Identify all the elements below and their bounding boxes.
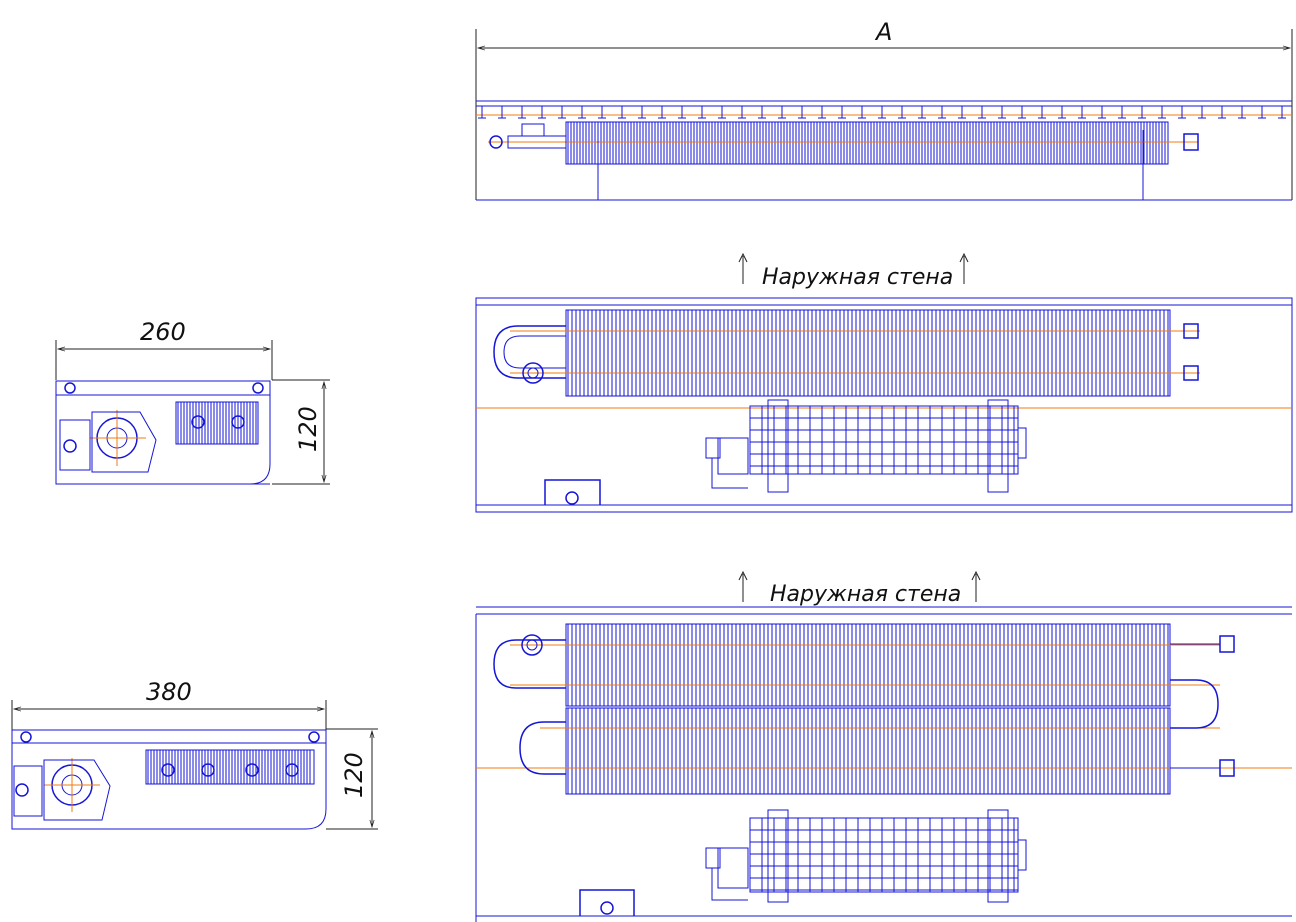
height-120-label: 120 <box>294 406 322 452</box>
dimension-a-label: A <box>874 18 892 46</box>
up-arrow-icon <box>738 252 748 284</box>
outer-wall-label-1: Нарyжная стена <box>738 252 969 290</box>
width-380-label: 380 <box>146 678 192 706</box>
plan-view-single <box>475 297 1293 513</box>
height-120-label-2: 120 <box>340 752 368 798</box>
plan-view-double <box>475 606 1292 922</box>
side-view-top: A <box>475 18 1293 201</box>
pipe-connector-left <box>489 135 503 149</box>
width-260-label: 260 <box>140 318 186 346</box>
svg-text:Нарyжная стена: Нарyжная стена <box>770 582 961 607</box>
up-arrow-icon <box>959 252 969 284</box>
u-bend-pipe <box>493 325 566 379</box>
section-380: 380 120 <box>11 678 378 830</box>
up-arrow-icon <box>971 570 981 602</box>
outer-wall-label-2: Нарyжная стена <box>738 570 981 607</box>
svg-text:Нарyжная стена: Нарyжная стена <box>762 265 953 290</box>
section-260: 260 120 <box>55 318 330 485</box>
up-arrow-icon <box>738 570 748 602</box>
valve-right <box>1183 133 1199 151</box>
